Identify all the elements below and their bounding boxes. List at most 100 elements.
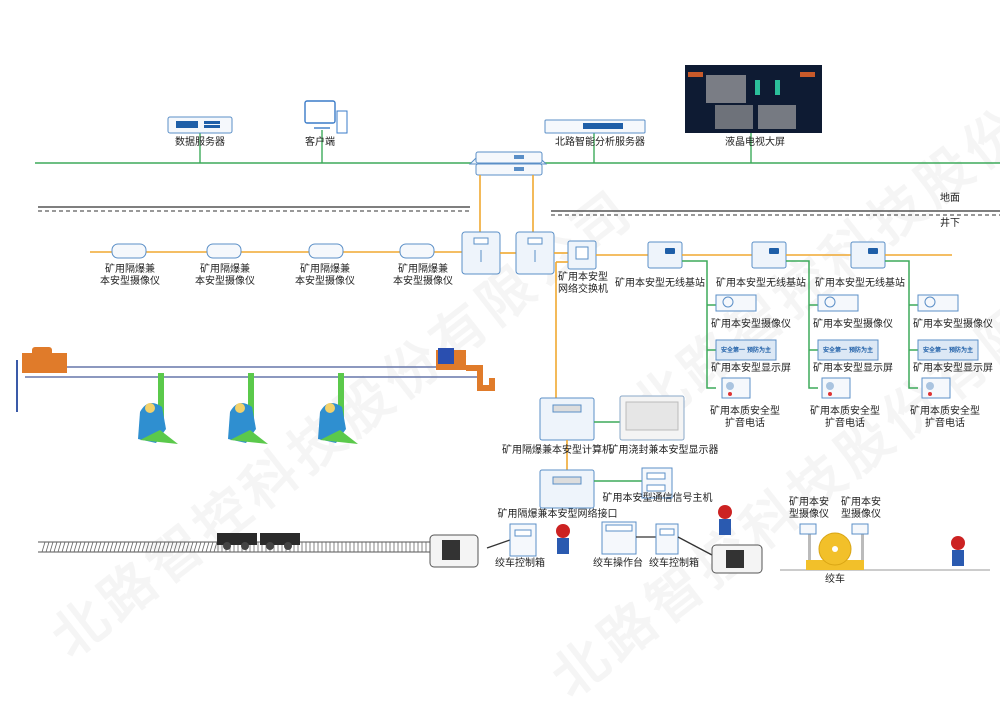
rail-tie xyxy=(49,541,54,553)
base-station-1-label: 矿用本安型无线基站 xyxy=(615,278,705,289)
camera-3-label: 矿用隔爆兼本安型摄像仪 xyxy=(295,264,355,287)
rail-tie xyxy=(201,541,206,553)
underground-zone-label: 井下 xyxy=(940,218,960,229)
rail-tie xyxy=(85,541,90,553)
branch-1-phone-label: 矿用本质安全型扩音电话 xyxy=(710,406,780,429)
explosion-proof-box-2-icon xyxy=(515,231,555,275)
operation-desk-label: 绞车操作台 xyxy=(593,558,643,569)
surface-zone-label: 地面 xyxy=(940,193,960,204)
branch-3-camera-label: 矿用本安型摄像仪 xyxy=(913,319,993,330)
camera-1-icon xyxy=(111,243,147,259)
rail-tie xyxy=(73,541,78,553)
rail-tie xyxy=(53,541,58,553)
camera-4-icon xyxy=(399,243,435,259)
worker-icon-3 xyxy=(951,536,965,566)
worker-icon-2 xyxy=(718,505,732,535)
camera-3-icon xyxy=(308,243,344,259)
winch-yellow-icon xyxy=(780,523,990,571)
rail-tie xyxy=(89,541,94,553)
monorail xyxy=(16,347,495,412)
computer-icon xyxy=(539,397,595,441)
branch-camera-icon xyxy=(715,294,757,312)
rail-tie xyxy=(173,541,178,553)
client-pc-icon xyxy=(304,100,348,134)
rail-tie xyxy=(65,541,70,553)
winch-left-icon xyxy=(429,534,479,568)
rail-tie xyxy=(133,541,138,553)
rail-tie xyxy=(93,541,98,553)
worker-icon-1 xyxy=(556,524,570,554)
rail-tie xyxy=(45,541,50,553)
rail-tie xyxy=(97,541,102,553)
branch-2-devices xyxy=(817,294,879,399)
rail-tie xyxy=(161,541,166,553)
rail-tie xyxy=(121,541,126,553)
camera-2-icon xyxy=(206,243,242,259)
branch-1-screen-text: 安全第一 预防为主 xyxy=(720,347,772,354)
operation-desk-icon xyxy=(601,521,637,555)
base-station-2-icon xyxy=(751,241,787,269)
rail-tie xyxy=(149,541,154,553)
branch-3-screen-text: 安全第一 预防为主 xyxy=(922,347,974,354)
network-interface-label: 矿用隔爆兼本安型网络接口 xyxy=(497,509,618,520)
branch-2-display-label: 矿用本安型显示屏 xyxy=(813,363,893,374)
rail-tie xyxy=(137,541,142,553)
computer-label: 矿用隔爆兼本安型计算机 xyxy=(502,445,612,456)
control-box-right-icon xyxy=(655,523,679,555)
rail-tie xyxy=(189,541,194,553)
control-box-left-label: 绞车控制箱 xyxy=(495,558,545,569)
rail-tie xyxy=(129,541,134,553)
rail-tie xyxy=(125,541,130,553)
base-station-3-icon xyxy=(850,241,886,269)
winch-cam-2-label: 矿用本安型摄像仪 xyxy=(841,497,881,520)
rail-tie xyxy=(109,541,114,553)
rail-tie xyxy=(101,541,106,553)
rail-tie xyxy=(105,541,110,553)
rail-tie xyxy=(181,541,186,553)
camera-4-label: 矿用隔爆兼本安型摄像仪 xyxy=(393,264,453,287)
camera-2-label: 矿用隔爆兼本安型摄像仪 xyxy=(195,264,255,287)
network-switch-label: 矿用本安型网络交换机 xyxy=(558,272,608,295)
rail-tie xyxy=(213,541,218,553)
winch-label: 绞车 xyxy=(825,574,845,585)
branch-phone-icon xyxy=(721,377,751,399)
rail-tie xyxy=(113,541,118,553)
monitor-label: 矿用浇封兼本安型显示器 xyxy=(608,445,719,456)
winch-cam-1-label: 矿用本安型摄像仪 xyxy=(789,497,829,520)
control-box-left-icon xyxy=(509,523,537,557)
network-switch-icon xyxy=(567,240,597,270)
chair-lift-rider-2-icon xyxy=(228,373,268,444)
rail-tie xyxy=(209,541,214,553)
rail-tie xyxy=(153,541,158,553)
lcd-wall-label: 液晶电视大屏 xyxy=(725,137,785,148)
branch-1-camera-label: 矿用本安型摄像仪 xyxy=(711,319,791,330)
branch-2-camera-label: 矿用本安型摄像仪 xyxy=(813,319,893,330)
base-station-1-icon xyxy=(647,241,683,269)
branch-3-devices xyxy=(917,294,979,399)
rail-track xyxy=(38,533,430,553)
branch-2-screen-text: 安全第一 预防为主 xyxy=(822,347,874,354)
base-station-2-label: 矿用本安型无线基站 xyxy=(716,278,806,289)
client-label: 客户端 xyxy=(305,137,335,148)
comm-host-icon xyxy=(641,467,673,499)
branch-display-icon xyxy=(715,339,777,361)
chair-lift-rider-3-icon xyxy=(318,373,358,444)
data-server-icon xyxy=(167,116,233,134)
topology-diagram xyxy=(16,65,1000,574)
comm-host-label: 矿用本安型通信信号主机 xyxy=(602,493,713,504)
chair-lift-rider-1-icon xyxy=(138,373,178,444)
network-interface-icon xyxy=(539,469,595,509)
data-server-label: 数据服务器 xyxy=(175,137,225,148)
analysis-server-icon xyxy=(544,119,646,134)
camera-1-label: 矿用隔爆兼本安型摄像仪 xyxy=(100,264,160,287)
rail-tie xyxy=(61,541,66,553)
base-station-3-label: 矿用本安型无线基站 xyxy=(815,278,905,289)
explosion-proof-box-1-icon xyxy=(461,231,501,275)
branch-3-phone-label: 矿用本质安全型扩音电话 xyxy=(910,406,980,429)
branch-3-display-label: 矿用本安型显示屏 xyxy=(913,363,993,374)
branch-1-devices xyxy=(715,294,777,399)
rail-tie xyxy=(117,541,122,553)
rail-tie xyxy=(157,541,162,553)
rail-tie xyxy=(185,541,190,553)
rail-tie xyxy=(41,541,46,553)
